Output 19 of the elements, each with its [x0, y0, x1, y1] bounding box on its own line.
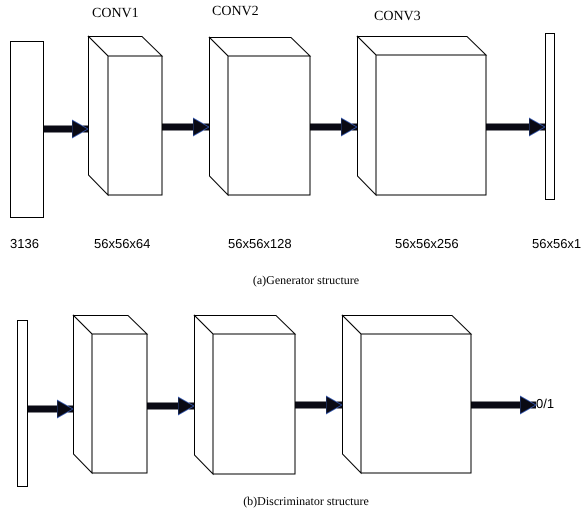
- figure-caption: (b)Discriminator structure: [243, 494, 369, 509]
- arrow: [310, 118, 358, 136]
- dimension-label: 3136: [10, 236, 39, 251]
- arrow: [44, 120, 88, 138]
- arrow: [486, 118, 546, 136]
- dimension-label: 56x56x64: [94, 236, 150, 251]
- arrow: [147, 396, 194, 416]
- dimension-label: 56x56x1: [532, 236, 582, 251]
- arrow: [295, 396, 342, 414]
- figure-caption: (a)Generator structure: [252, 273, 360, 288]
- layer-title: CONV1: [92, 6, 139, 22]
- dimension-label: 56x56x256: [395, 236, 459, 251]
- layer-title: CONV2: [212, 4, 259, 20]
- arrow: [28, 400, 74, 418]
- dimension-label: 56x56x128: [228, 236, 292, 251]
- arrow: [471, 396, 536, 414]
- arrow: [162, 118, 210, 136]
- layer-title: CONV3: [374, 9, 421, 25]
- output-label: 0/1: [536, 396, 554, 411]
